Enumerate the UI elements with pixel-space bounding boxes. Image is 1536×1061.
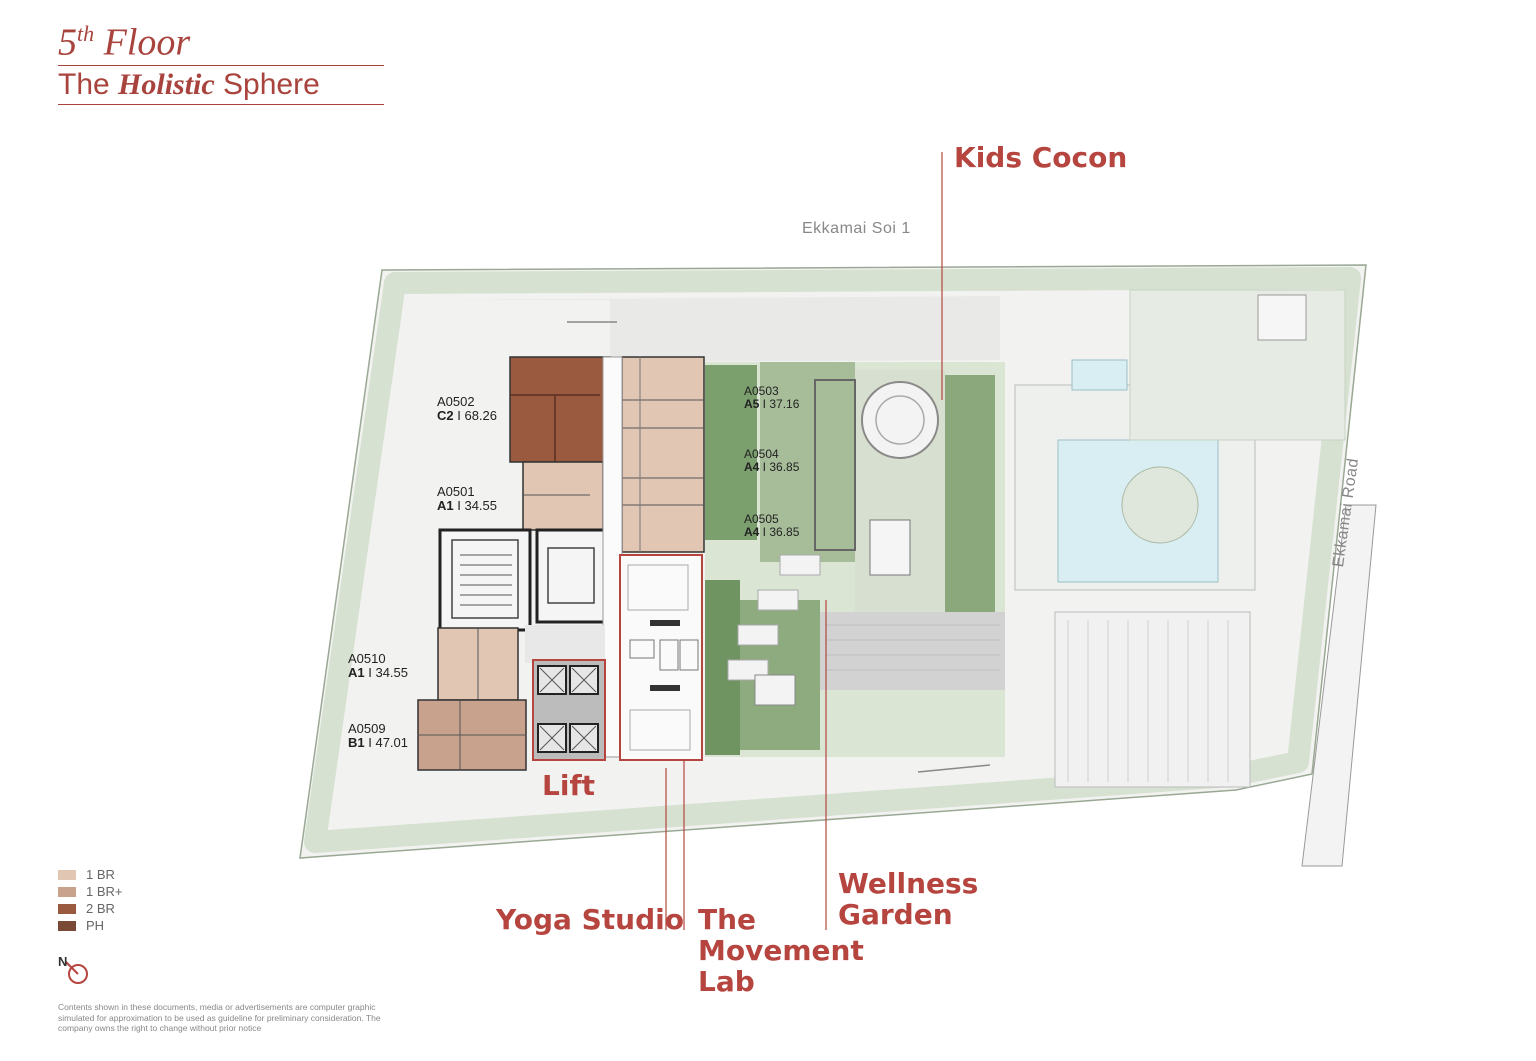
garden-green-4 bbox=[760, 362, 855, 562]
legend-swatch bbox=[58, 920, 76, 931]
legend-swatch bbox=[58, 869, 76, 880]
stair-core-inner bbox=[451, 539, 519, 619]
garden-walk bbox=[814, 379, 856, 551]
legend-item-1br: 1 BR bbox=[58, 866, 123, 883]
header-rule-bottom bbox=[58, 103, 384, 105]
north-arrow-icon: N bbox=[58, 954, 92, 993]
garden-step-4 bbox=[779, 554, 821, 576]
unit-a0501-block bbox=[522, 461, 604, 531]
gravel-area bbox=[820, 612, 1005, 690]
floor-title: 5th Floor bbox=[58, 21, 191, 64]
callout-lift: Lift bbox=[542, 769, 596, 802]
garden-seat bbox=[754, 674, 796, 706]
garden-green-5 bbox=[940, 375, 995, 615]
legend-item-2br: 2 BR bbox=[58, 900, 123, 917]
driveway bbox=[420, 296, 1000, 362]
legend-swatch bbox=[58, 886, 76, 897]
pool-lane bbox=[1071, 359, 1128, 391]
street-label-ekkamai-soi-1: Ekkamai Soi 1 bbox=[802, 220, 911, 237]
callout-yoga-studio: Yoga Studio bbox=[496, 903, 684, 936]
garden-bench bbox=[869, 519, 911, 576]
stair-core-2 bbox=[535, 528, 607, 624]
stair-core bbox=[438, 528, 532, 632]
garden-step-1 bbox=[737, 624, 779, 646]
floor-subtitle: The Holistic Sphere bbox=[58, 67, 320, 101]
unit-a0502-block bbox=[509, 356, 611, 463]
unit-legend: 1 BR 1 BR+ 2 BR PH bbox=[58, 866, 123, 934]
pavilion bbox=[1257, 294, 1307, 341]
garden-green-1 bbox=[705, 365, 757, 540]
callout-kids-cocon: Kids Cocon bbox=[954, 141, 1128, 174]
unit-column-right bbox=[621, 356, 705, 553]
disclaimer-text: Contents shown in these documents, media… bbox=[58, 1002, 381, 1033]
ekkamai-road-strip bbox=[1301, 504, 1377, 867]
floor-header: 5th Floor The Holistic Sphere bbox=[58, 12, 384, 105]
kids-cocon-pod bbox=[861, 381, 939, 459]
legend-item-1br-plus: 1 BR+ bbox=[58, 883, 123, 900]
header-rule-top bbox=[58, 64, 384, 66]
upper-garden bbox=[1129, 289, 1346, 441]
legend-item-ph: PH bbox=[58, 917, 123, 934]
pool-tree bbox=[1121, 466, 1199, 544]
landscape-ring bbox=[304, 267, 1361, 853]
corridor-lower bbox=[525, 625, 605, 663]
parking-area bbox=[1054, 611, 1251, 788]
legend-swatch bbox=[58, 903, 76, 914]
garden-step-2 bbox=[757, 589, 799, 611]
north-label: N bbox=[58, 954, 67, 969]
